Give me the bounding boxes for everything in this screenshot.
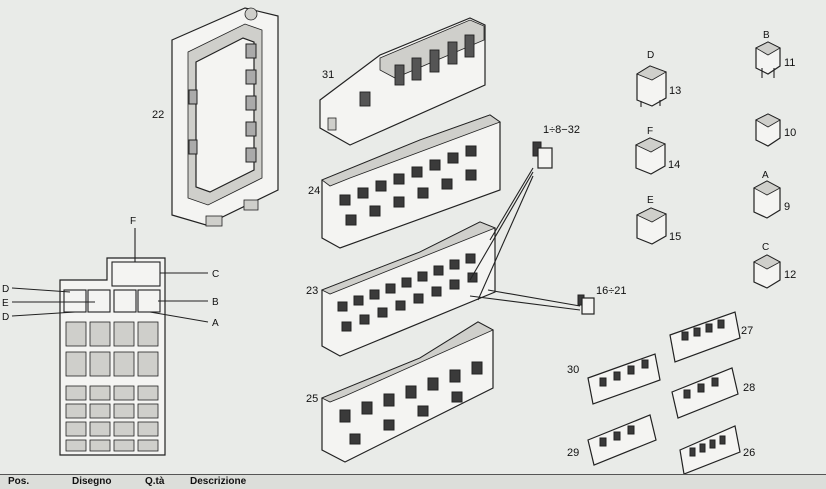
relay-a-9	[753, 180, 781, 219]
label-part-11: 11	[784, 57, 795, 69]
label-part-15: 15	[669, 231, 681, 243]
relay-10	[755, 113, 781, 147]
callout-f: F	[130, 216, 136, 227]
header-pos: Pos.	[8, 476, 30, 487]
fuse-16-21	[577, 294, 595, 315]
label-part-24: 24	[308, 185, 320, 197]
label-part-14: 14	[668, 159, 680, 171]
frame-part-22	[171, 7, 279, 227]
callout-b: B	[212, 297, 219, 308]
callout-e: E	[2, 298, 9, 309]
label-part-28: 28	[743, 382, 755, 394]
label-part-27: 27	[741, 325, 753, 337]
header-descrizione: Descrizione	[190, 476, 247, 487]
connector-plate-30	[587, 353, 661, 405]
relay-letter-b: B	[763, 30, 770, 41]
label-part-22: 22	[152, 109, 164, 121]
callout-c: C	[212, 269, 219, 280]
connector-plate-28	[671, 367, 739, 419]
connector-plate-27	[669, 311, 741, 363]
header-disegno: Disegno	[72, 476, 112, 487]
callout-d-bottom: D	[2, 312, 9, 323]
label-range-16-21: 16÷21	[596, 285, 627, 297]
label-part-23: 23	[306, 285, 318, 297]
connector-plate-29	[587, 414, 657, 466]
block-part-25	[321, 321, 494, 463]
callout-a: A	[212, 318, 219, 329]
relay-letter-d: D	[647, 50, 654, 61]
relay-e-15	[636, 207, 667, 245]
parts-table-header: Pos. Disegno Q.tà Descrizione	[0, 474, 826, 489]
label-part-26: 26	[743, 447, 755, 459]
connector-plate-26	[679, 425, 741, 475]
label-part-31: 31	[322, 69, 334, 81]
relay-letter-f: F	[647, 126, 653, 137]
label-part-29: 29	[567, 447, 579, 459]
block-part-23	[321, 221, 497, 357]
header-qta: Q.tà	[145, 476, 165, 487]
label-part-9: 9	[784, 201, 790, 213]
label-part-10: 10	[784, 127, 796, 139]
label-part-25: 25	[306, 393, 318, 405]
relay-letter-c: C	[762, 242, 769, 253]
relay-letter-a: A	[762, 170, 769, 181]
label-part-30: 30	[567, 364, 579, 376]
callout-d-top: D	[2, 284, 9, 295]
cover-part-31	[319, 17, 486, 146]
fusebox-layout-diagram	[11, 228, 209, 456]
label-part-13: 13	[669, 85, 681, 97]
relay-c-12	[753, 254, 781, 289]
label-range-1-8-32: 1÷8−32	[543, 124, 580, 136]
fuse-1-8-32	[532, 141, 553, 169]
block-part-24	[321, 114, 501, 249]
relay-b-11	[755, 41, 781, 78]
relay-f-14	[635, 137, 666, 175]
label-part-12: 12	[784, 269, 796, 281]
relay-letter-e: E	[647, 195, 654, 206]
relay-d-13	[636, 65, 667, 107]
leader-lines	[469, 167, 581, 311]
